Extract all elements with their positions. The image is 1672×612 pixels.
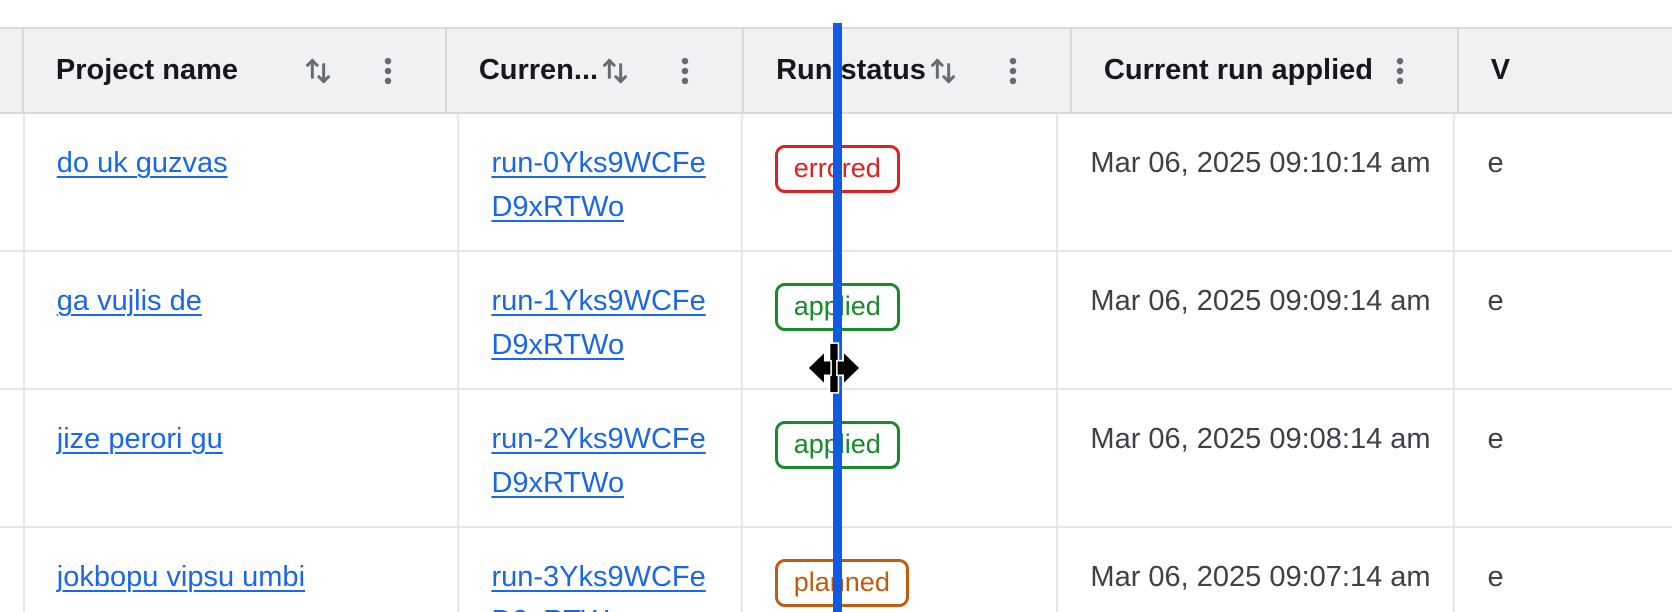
run-applied-cell: Mar 06, 2025 09:07:14 am <box>1058 528 1456 612</box>
project-link[interactable]: do uk guzvas <box>56 147 228 179</box>
column-menu-icon[interactable] <box>668 54 702 88</box>
stub-cell <box>0 252 25 388</box>
current-run-cell: run-0Yks9WCFeD9xRTWo <box>459 114 743 250</box>
column-menu-icon[interactable] <box>996 54 1030 88</box>
next-column-text: e <box>1487 423 1504 455</box>
project-link[interactable]: jokbopu vipsu umbi <box>56 561 306 593</box>
current-run-cell: run-3Yks9WCFeD9xRTWo <box>459 528 743 612</box>
run-status-cell: applied <box>743 390 1059 526</box>
column-header-project-name: Project name <box>24 29 447 112</box>
run-link[interactable]: run-3Yks9WCFeD9xRTWo <box>491 561 706 612</box>
column-menu-icon[interactable] <box>1383 54 1417 88</box>
run-applied-cell: Mar 06, 2025 09:08:14 am <box>1058 390 1456 526</box>
run-applied-cell: Mar 06, 2025 09:10:14 am <box>1058 114 1456 250</box>
column-header-run-status: Run status <box>744 29 1072 112</box>
stub-cell <box>0 528 25 612</box>
column-label-current-run: Curren... <box>478 54 599 86</box>
next-column-text: e <box>1487 285 1504 317</box>
run-status-cell: applied <box>743 252 1059 388</box>
project-name-cell: jize perori gu <box>25 390 460 526</box>
next-column-cell: e <box>1455 528 1672 612</box>
column-resize-indicator[interactable] <box>833 23 842 612</box>
column-menu-icon[interactable] <box>371 54 405 88</box>
stub-cell <box>0 390 25 526</box>
project-name-cell: jokbopu vipsu umbi <box>25 528 460 612</box>
next-column-text: e <box>1487 561 1504 593</box>
column-header-stub <box>0 29 24 112</box>
current-run-cell: run-2Yks9WCFeD9xRTWo <box>459 390 743 526</box>
run-status-cell: planned <box>743 528 1059 612</box>
applied-timestamp: Mar 06, 2025 09:07:14 am <box>1090 561 1431 593</box>
column-label-project-name: Project name <box>55 54 238 86</box>
column-header-current-run: Curren... <box>447 29 745 112</box>
next-column-cell: e <box>1455 390 1672 526</box>
project-link[interactable]: ga vujlis de <box>56 285 202 317</box>
column-header-next-clipped: V <box>1459 29 1672 112</box>
project-link[interactable]: jize perori gu <box>56 423 223 455</box>
sort-icon[interactable] <box>598 54 632 88</box>
run-link[interactable]: run-2Yks9WCFeD9xRTWo <box>491 423 706 499</box>
project-name-cell: ga vujlis de <box>25 252 460 388</box>
next-column-cell: e <box>1455 252 1672 388</box>
run-applied-cell: Mar 06, 2025 09:09:14 am <box>1058 252 1456 388</box>
run-link[interactable]: run-0Yks9WCFeD9xRTWo <box>491 147 706 223</box>
applied-timestamp: Mar 06, 2025 09:08:14 am <box>1090 423 1431 455</box>
applied-timestamp: Mar 06, 2025 09:09:14 am <box>1090 285 1431 317</box>
sort-icon[interactable] <box>926 54 960 88</box>
run-status-cell: errored <box>743 114 1059 250</box>
project-name-cell: do uk guzvas <box>25 114 460 250</box>
applied-timestamp: Mar 06, 2025 09:10:14 am <box>1090 147 1431 179</box>
column-label-run-status: Run status <box>776 54 926 86</box>
current-run-cell: run-1Yks9WCFeD9xRTWo <box>459 252 743 388</box>
next-column-text: e <box>1487 147 1504 179</box>
run-link[interactable]: run-1Yks9WCFeD9xRTWo <box>491 285 706 361</box>
stub-cell <box>0 114 25 250</box>
sort-icon[interactable] <box>301 54 335 88</box>
next-column-cell: e <box>1455 114 1672 250</box>
column-header-current-run-applied: Current run applied <box>1072 29 1459 112</box>
column-label-current-run-applied: Current run applied <box>1103 54 1373 86</box>
column-label-next-clipped: V <box>1490 54 1511 86</box>
